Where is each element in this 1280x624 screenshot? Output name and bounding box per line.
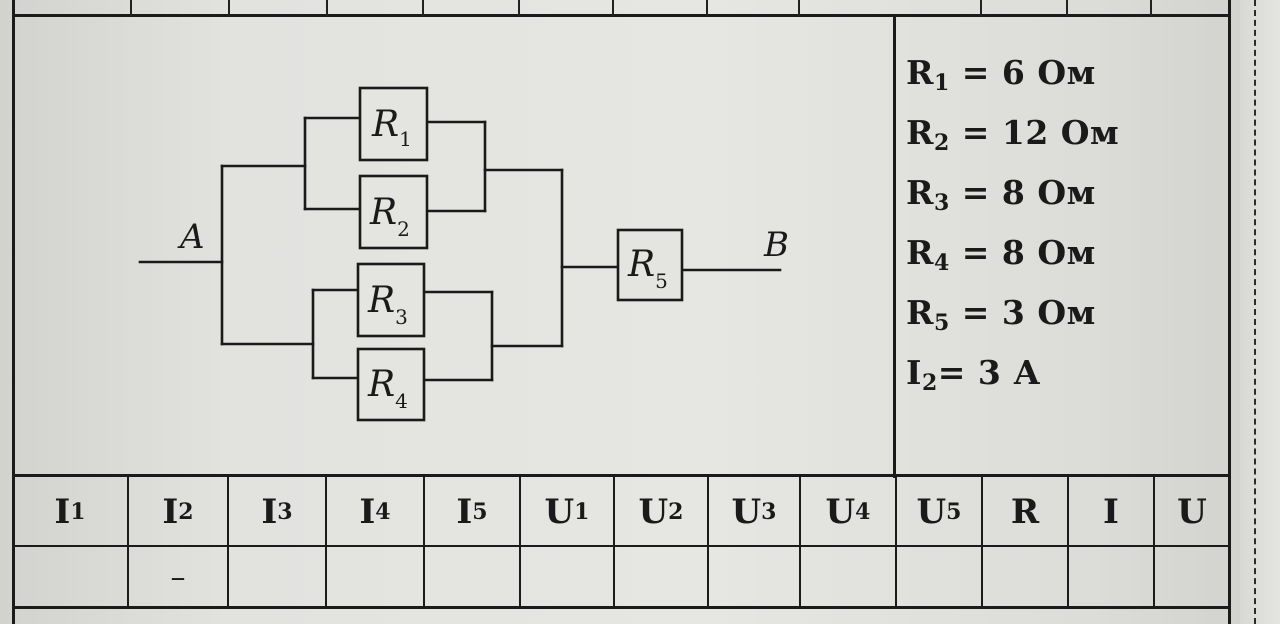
page-margin (1240, 0, 1280, 624)
table-header-cell: R (1010, 492, 1040, 532)
cut-line (1254, 0, 1256, 624)
resistor-r3-label: R3 (367, 280, 408, 329)
table-answer-cell[interactable] (520, 548, 614, 606)
table-answer-cell[interactable] (614, 548, 708, 606)
table-column-divider (423, 474, 425, 609)
table-answer-cell[interactable] (1154, 548, 1230, 606)
resistor-r2-box (358, 174, 429, 250)
table-answer-cell[interactable]: – (170, 559, 186, 595)
table-top-border (12, 474, 1230, 477)
table-column-divider (707, 474, 709, 609)
resistor-r4-label: R4 (367, 364, 408, 413)
frame-top-border (12, 14, 1230, 17)
table-column-divider (127, 474, 129, 609)
given-r3: R3 = 8 Ом (906, 173, 1096, 216)
table-column-divider (325, 474, 327, 609)
resistor-r1-box (358, 86, 429, 162)
given-r5: R5 = 3 Ом (906, 293, 1096, 336)
table-answer-cell[interactable] (982, 548, 1068, 606)
given-r1: R1 = 6 Ом (906, 53, 1096, 96)
resistor-r5-box (616, 228, 684, 302)
table-column-divider (1153, 474, 1155, 609)
resistor-r2-label: R2 (369, 192, 410, 241)
node-b-label: B (763, 225, 789, 265)
table-column-divider (1067, 474, 1069, 609)
given-i2: I2= 3 А (906, 353, 1041, 396)
table-column-divider (799, 474, 801, 609)
table-mid-border (12, 545, 1230, 547)
circuit-diagram: R1 R2 R3 R4 R5 A B (138, 86, 789, 422)
frame-left-border (12, 0, 15, 624)
table-column-divider (519, 474, 521, 609)
given-divider (893, 14, 896, 478)
table-answer-cell[interactable] (1068, 548, 1154, 606)
table-bottom-border (12, 606, 1230, 609)
table-column-divider (981, 474, 983, 609)
resistor-r3-box (356, 262, 426, 338)
table-answer-cell[interactable] (228, 548, 326, 606)
table-answer-cell[interactable] (800, 548, 896, 606)
frame-right-border (1228, 0, 1231, 624)
table-answer-cell[interactable] (12, 548, 128, 606)
resistor-r1-label: R1 (371, 104, 412, 151)
resistor-r5-label: R5 (627, 244, 668, 293)
table-answer-cell[interactable] (708, 548, 800, 606)
given-r2: R2 = 12 Ом (906, 113, 1120, 156)
table-header-cell: I (1103, 492, 1119, 532)
given-r4: R4 = 8 Ом (906, 233, 1096, 276)
resistor-r4-box (356, 347, 426, 422)
node-a-label: A (177, 217, 205, 257)
table-answer-cell[interactable] (326, 548, 424, 606)
table-column-divider (895, 474, 897, 609)
table-column-divider (613, 474, 615, 609)
table-answer-cell[interactable] (424, 548, 520, 606)
table-header-cell: U (1177, 492, 1207, 532)
table-answer-cell[interactable] (896, 548, 982, 606)
table-column-divider (227, 474, 229, 609)
given-values: R1 = 6 Ом R2 = 12 Ом R3 = 8 Ом R4 = 8 Ом… (906, 48, 1226, 408)
